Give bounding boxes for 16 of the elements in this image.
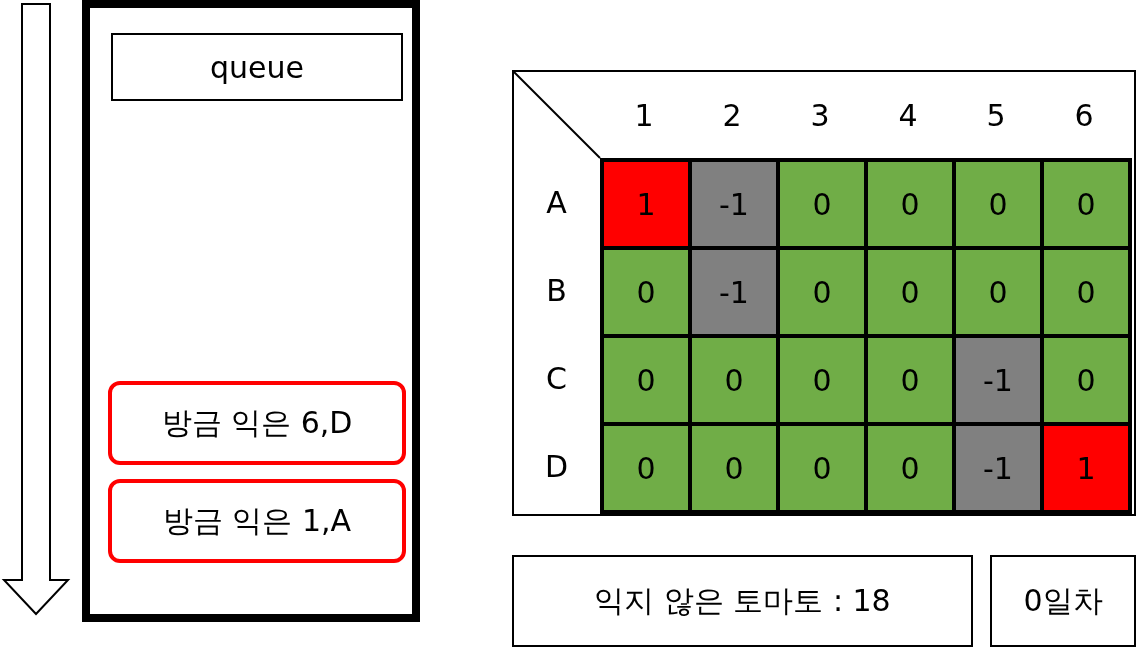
row-header: A: [545, 183, 568, 222]
row-header: C: [545, 359, 568, 398]
queue-item: 방금 익은 1,A: [108, 479, 406, 563]
column-header: 2: [721, 96, 743, 135]
row-header: D: [543, 447, 570, 486]
queue-title: queue: [111, 33, 403, 101]
column-header: 3: [809, 96, 831, 135]
queue-item: 방금 익은 6,D: [108, 381, 406, 465]
status-box: 익지 않은 토마토 : 18: [512, 555, 973, 647]
queue-panel: [82, 0, 420, 622]
column-header: 6: [1073, 96, 1095, 135]
row-header: B: [545, 271, 568, 310]
column-header: 1: [633, 96, 655, 135]
column-header: 5: [985, 96, 1007, 135]
day-box: 0일차: [990, 555, 1136, 647]
column-header: 4: [897, 96, 919, 135]
